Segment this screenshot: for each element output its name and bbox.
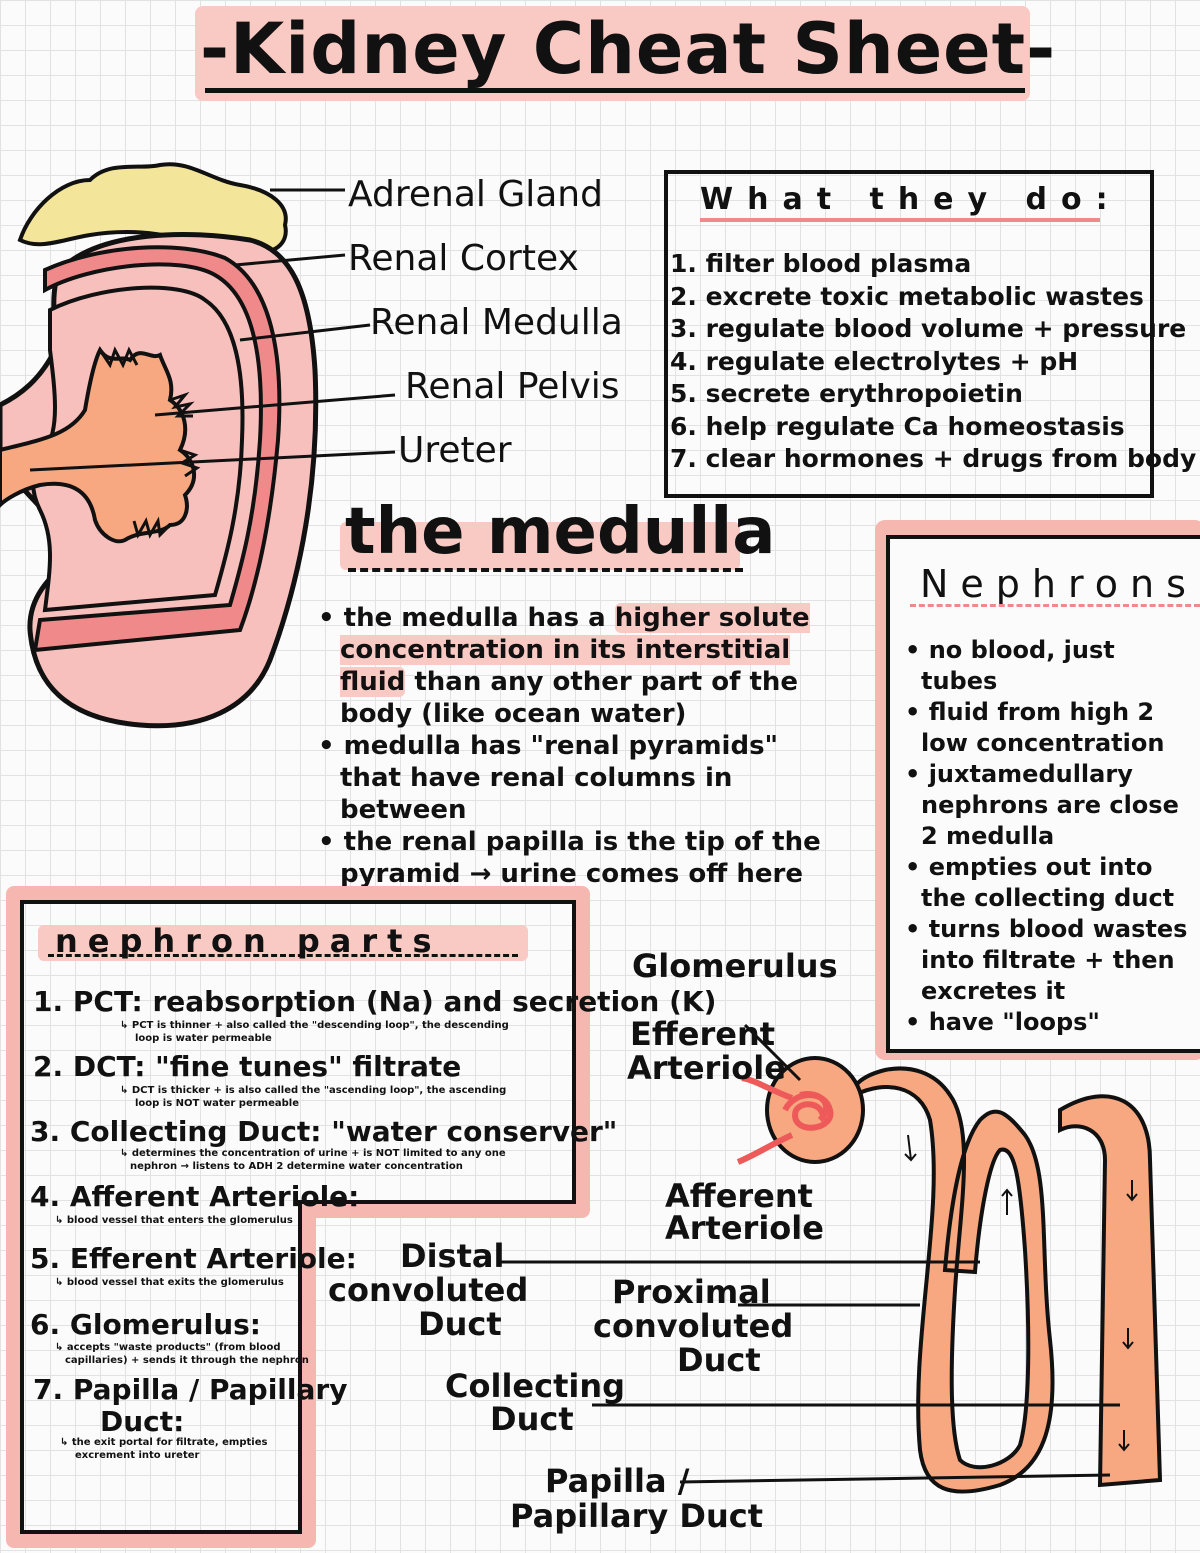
- part-sub: ↳ blood vessel that enters the glomerulu…: [55, 1215, 293, 1226]
- part-item-glomerulus: 6. Glomerulus:: [30, 1308, 261, 1341]
- nephron-parts-heading: nephron parts: [55, 922, 442, 960]
- title-highlight: [195, 6, 1030, 101]
- list-item: 3. regulate blood volume + pressure: [670, 314, 1187, 343]
- part-sub: ↳ accepts "waste products" (from blood: [55, 1342, 281, 1353]
- label-ureter: Ureter: [398, 430, 512, 471]
- nephron-tubule: [852, 1066, 1055, 1494]
- parts-frame-line: [20, 900, 576, 1534]
- label-papilla-1: Papilla /: [545, 1462, 690, 1500]
- part-item-papilla-line2: Duct:: [100, 1405, 185, 1438]
- nephrons-box: [886, 535, 1200, 1053]
- kidney-illustration: [0, 162, 396, 729]
- nephron-parts-frame: [6, 886, 590, 1548]
- diagram-leader-lines: [500, 1023, 1120, 1484]
- nephron-diagram: [500, 1023, 1163, 1494]
- medulla-heading: the medulla: [345, 495, 776, 569]
- label-glomerulus: Glomerulus: [632, 947, 838, 985]
- part-sub: loop is water permeable: [135, 1033, 272, 1044]
- nephrons-item: • turns blood wastes into filtrate + the…: [905, 915, 1188, 1005]
- list-item: 5. secrete erythropoietin: [670, 379, 1023, 408]
- label-adrenal-gland: Adrenal Gland: [348, 174, 603, 215]
- nephrons-item: • no blood, just tubes: [905, 636, 1115, 695]
- nephrons-notes: • no blood, just tubes • fluid from high…: [905, 635, 1195, 1038]
- list-item: 7. clear hormones + drugs from body: [670, 444, 1197, 473]
- afferent-arteriole-shape: [736, 1132, 794, 1165]
- label-proximal-3: Duct: [677, 1341, 761, 1379]
- label-renal-pelvis: Renal Pelvis: [405, 366, 620, 407]
- part-sub: loop is NOT water permeable: [135, 1098, 299, 1109]
- page-title: -Kidney Cheat Sheet-: [200, 8, 1057, 90]
- list-item: 2. excrete toxic metabolic wastes: [670, 281, 1144, 311]
- label-efferent-1: Efferent: [630, 1015, 776, 1053]
- label-collecting-1: Collecting: [445, 1367, 626, 1405]
- efferent-arteriole-shape: [741, 1075, 794, 1101]
- medulla-title-highlight: [340, 522, 740, 570]
- medulla-notes: • the medulla has a higher solute concen…: [318, 602, 838, 890]
- what-they-do-box: [664, 170, 1154, 498]
- part-sub: excrement into ureter: [75, 1450, 200, 1461]
- label-afferent-1: Afferent: [665, 1177, 813, 1215]
- label-proximal-1: Proximal: [612, 1273, 771, 1311]
- renal-pelvis-shape: [0, 346, 196, 544]
- title-underline: [205, 88, 1025, 93]
- label-distal-2: convoluted: [328, 1271, 529, 1309]
- part-item-pct: 1. PCT: reabsorption (Na) and secretion …: [33, 985, 717, 1018]
- label-afferent-2: Arteriole: [665, 1209, 824, 1247]
- nephrons-item: • have "loops": [905, 1008, 1100, 1036]
- what-they-do-heading: What they do:: [700, 182, 1122, 217]
- flow-arrow-icons: [904, 1134, 1138, 1452]
- part-sub: ↳ DCT is thicker + is also called the "a…: [120, 1085, 507, 1096]
- label-collecting-2: Duct: [490, 1400, 574, 1438]
- nephron-parts-underline: [48, 954, 518, 957]
- medulla-underline: [348, 568, 743, 572]
- part-sub: ↳ PCT is thinner + also called the "desc…: [120, 1020, 509, 1031]
- medulla-bullet-1-post: than any other part of the body (like oc…: [340, 667, 799, 729]
- label-efferent-2: Arteriole: [627, 1049, 786, 1087]
- nephrons-item: • juxtamedullary nephrons are close 2 me…: [905, 760, 1179, 850]
- part-item-collecting-duct: 3. Collecting Duct: "water conserver": [30, 1115, 618, 1148]
- list-item: 1. filter blood plasma: [670, 249, 972, 278]
- part-sub: ↳ the exit portal for filtrate, empties: [60, 1437, 268, 1448]
- part-item-efferent-arteriole: 5. Efferent Arteriole:: [30, 1242, 357, 1275]
- part-item-afferent-arteriole: 4. Afferent Arteriole:: [30, 1180, 360, 1213]
- list-item: 4. regulate electrolytes + pH: [670, 346, 1079, 376]
- part-sub: capillaries) + sends it through the neph…: [65, 1355, 309, 1366]
- nephrons-underline: [910, 604, 1200, 607]
- what-they-do-underline: [700, 218, 1100, 222]
- medulla-bullet-1: • the medulla has a higher solute concen…: [318, 602, 838, 730]
- nephrons-item: • fluid from high 2 low concentration: [905, 698, 1165, 757]
- label-distal-1: Distal: [400, 1237, 505, 1275]
- medulla-bullet-3: • the renal papilla is the tip of the py…: [318, 827, 821, 889]
- label-renal-medulla: Renal Medulla: [370, 302, 623, 343]
- part-sub: nephron → listens to ADH 2 determine wat…: [130, 1161, 463, 1172]
- label-distal-3: Duct: [418, 1305, 502, 1343]
- part-sub: ↳ blood vessel that exits the glomerulus: [55, 1277, 284, 1288]
- medulla-bullet-2: • medulla has "renal pyramids" that have…: [318, 731, 779, 825]
- collecting-duct-shape: [1058, 1094, 1163, 1488]
- label-proximal-2: convoluted: [593, 1307, 794, 1345]
- adrenal-gland-shape: [17, 162, 288, 254]
- medulla-bullet-1-pre: • the medulla has a: [318, 603, 615, 633]
- what-they-do-list: 1. filter blood plasma 2. excrete toxic …: [670, 248, 1197, 476]
- nephrons-heading: Nephrons: [920, 562, 1198, 606]
- part-item-papilla: 7. Papilla / Papillary: [33, 1373, 348, 1406]
- kidney-medulla-band: [32, 245, 282, 653]
- part-sub: ↳ determines the concentration of urine …: [120, 1148, 506, 1159]
- label-renal-cortex: Renal Cortex: [348, 238, 579, 279]
- glomerulus-capillaries: [782, 1091, 834, 1131]
- parts-frame-highlight: [6, 886, 590, 1548]
- list-item: 6. help regulate Ca homeostasis: [670, 411, 1125, 441]
- kidney-leader-lines: [29, 188, 396, 472]
- part-item-dct: 2. DCT: "fine tunes" filtrate: [33, 1050, 462, 1083]
- nephrons-item: • empties out into the collecting duct: [905, 853, 1175, 912]
- label-papilla-2: Papillary Duct: [510, 1497, 763, 1535]
